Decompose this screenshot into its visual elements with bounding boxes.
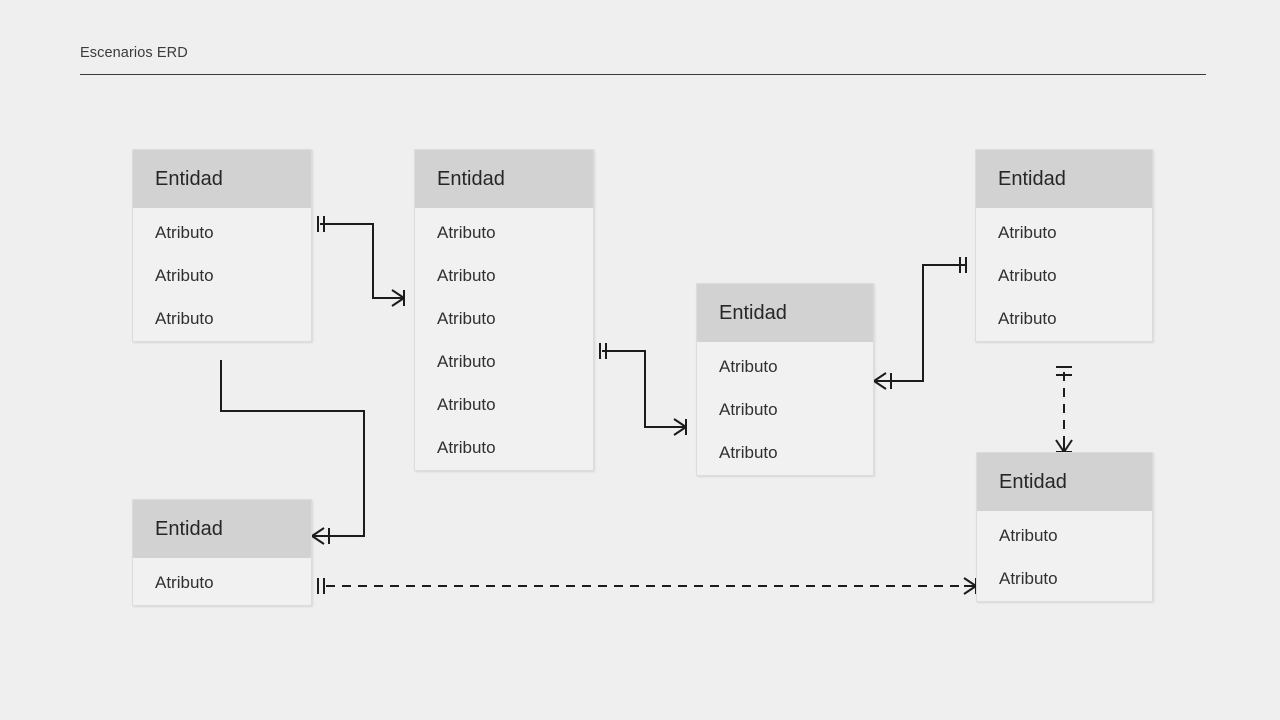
entity-attribute: Atributo <box>437 223 496 242</box>
relationship-entity3-entity4 <box>873 257 967 390</box>
entity-box[interactable]: Entidad Atributo Atributo Atributo <box>975 149 1153 342</box>
entity-attribute: Atributo <box>437 352 496 371</box>
relationship-entity5-entity6-dashed <box>317 577 977 595</box>
cardinality-many <box>1055 439 1073 453</box>
relationship-entity1-entity2 <box>317 216 405 307</box>
relationship-entity2-entity3 <box>599 343 687 436</box>
entity-attribute: Atributo <box>437 395 496 414</box>
cardinality-one-or-many <box>311 527 330 545</box>
entity-attribute: Atributo <box>719 400 778 419</box>
entity-attribute-list: Atributo Atributo Atributo <box>976 208 1152 341</box>
entity-title: Entidad <box>697 284 873 342</box>
entity-attribute-list: Atributo Atributo Atributo <box>697 342 873 475</box>
entity-attribute: Atributo <box>437 309 496 328</box>
entity-box[interactable]: Entidad Atributo Atributo <box>976 452 1153 602</box>
cardinality-many <box>963 577 977 595</box>
entity-box[interactable]: Entidad Atributo Atributo Atributo Atrib… <box>414 149 594 471</box>
entity-attribute: Atributo <box>437 438 496 457</box>
cardinality-one-and-only-one <box>1056 366 1072 376</box>
entity-attribute-list: Atributo Atributo <box>977 511 1152 601</box>
entity-box[interactable]: Entidad Atributo Atributo Atributo <box>696 283 874 476</box>
page-title: Escenarios ERD <box>80 45 188 61</box>
entity-title: Entidad <box>133 500 311 558</box>
entity-attribute-list: Atributo <box>133 558 311 605</box>
cardinality-one-or-many <box>873 372 892 390</box>
entity-title: Entidad <box>133 150 311 208</box>
entity-attribute: Atributo <box>719 443 778 462</box>
entity-attribute: Atributo <box>155 266 214 285</box>
cardinality-one-and-only-one <box>959 257 967 273</box>
entity-title: Entidad <box>977 453 1152 511</box>
entity-attribute: Atributo <box>437 266 496 285</box>
entity-attribute-list: Atributo Atributo Atributo Atributo Atri… <box>415 208 593 470</box>
entity-box[interactable]: Entidad Atributo Atributo Atributo <box>132 149 312 342</box>
entity-box[interactable]: Entidad Atributo <box>132 499 312 606</box>
title-divider <box>80 74 1206 75</box>
entity-attribute: Atributo <box>998 309 1057 328</box>
entity-attribute: Atributo <box>155 223 214 242</box>
entity-attribute: Atributo <box>155 309 214 328</box>
cardinality-one-and-only-one <box>599 343 607 359</box>
entity-attribute: Atributo <box>719 357 778 376</box>
cardinality-one-and-only-one <box>317 216 325 232</box>
entity-attribute: Atributo <box>999 569 1058 588</box>
entity-attribute: Atributo <box>998 266 1057 285</box>
entity-attribute: Atributo <box>999 526 1058 545</box>
entity-attribute: Atributo <box>998 223 1057 242</box>
entity-attribute: Atributo <box>155 573 214 592</box>
entity-title: Entidad <box>976 150 1152 208</box>
entity-title: Entidad <box>415 150 593 208</box>
relationship-entity4-entity6-dashed <box>1055 366 1073 453</box>
cardinality-many <box>391 289 405 307</box>
entity-attribute-list: Atributo Atributo Atributo <box>133 208 311 341</box>
cardinality-one-and-only-one <box>317 578 325 594</box>
cardinality-many <box>673 418 687 436</box>
